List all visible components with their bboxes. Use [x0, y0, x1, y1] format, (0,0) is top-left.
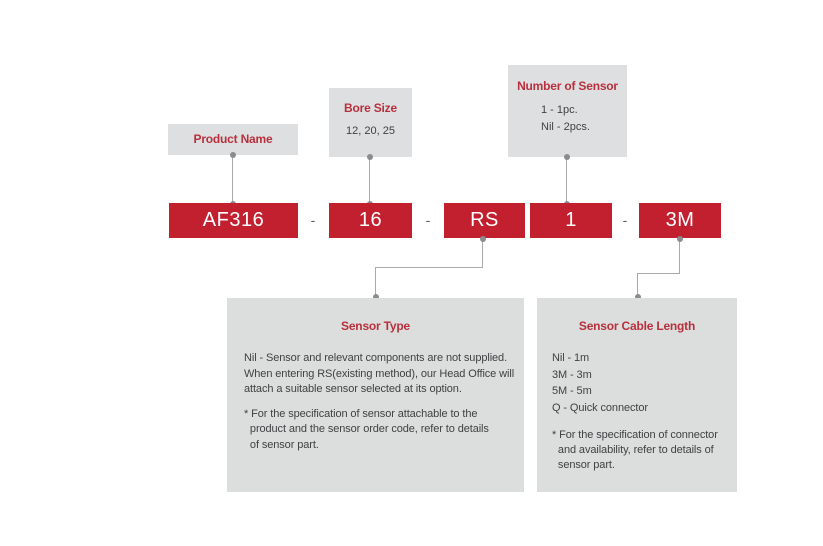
connector-dot [677, 236, 683, 242]
connector-sensor-type-line [482, 238, 483, 268]
code-segment-product: AF316 [169, 203, 298, 238]
connector-dot [564, 154, 570, 160]
callout-bore-size-title: Bore Size [344, 101, 397, 115]
callout-product-name: Product Name [168, 124, 298, 155]
connector-sensor-type-line [375, 267, 483, 268]
callout-bore-size: Bore Size 12, 20, 25 [329, 88, 412, 157]
code-separator: - [622, 212, 628, 228]
callout-bore-size-values: 12, 20, 25 [346, 125, 395, 137]
connector-dot [230, 152, 236, 158]
callout-number-of-sensor-title: Number of Sensor [517, 79, 618, 93]
connector-count-line [566, 157, 567, 205]
code-segment-sensor-type: RS [444, 203, 525, 238]
connector-cable-length-line [679, 238, 680, 274]
callout-sensor-cable-length: Sensor Cable Length Nil - 1m 3M - 3m 5M … [537, 298, 737, 492]
callout-number-of-sensor-values: 1 - 1pc. Nil - 2pcs. [541, 104, 590, 133]
callout-number-of-sensor: Number of Sensor 1 - 1pc. Nil - 2pcs. [508, 65, 627, 157]
connector-cable-length-line [637, 273, 680, 274]
code-separator: - [425, 212, 431, 228]
callout-sensor-type-body: Nil - Sensor and relevant components are… [244, 352, 515, 395]
callout-sensor-type-note: * For the specification of sensor attach… [244, 407, 489, 451]
connector-dot [635, 294, 641, 300]
code-segment-bore: 16 [329, 203, 412, 238]
callout-sensor-cable-length-body: Nil - 1m 3M - 3m 5M - 5m Q - Quick conne… [552, 352, 648, 414]
connector-dot [367, 154, 373, 160]
connector-product-line [232, 155, 233, 205]
callout-sensor-cable-length-title: Sensor Cable Length [578, 319, 696, 333]
callout-sensor-cable-length-note: * For the specification of connector and… [552, 429, 718, 471]
connector-sensor-type-line [375, 267, 376, 298]
callout-sensor-type-title: Sensor Type [341, 319, 410, 333]
connector-dot [480, 236, 486, 242]
connector-dot [373, 294, 379, 300]
code-separator: - [310, 212, 316, 228]
code-segment-sensor-count: 1 [530, 203, 612, 238]
connector-bore-line [369, 157, 370, 205]
connector-cable-length-line [637, 273, 638, 298]
callout-sensor-type: Sensor Type Nil - Sensor and relevant co… [227, 298, 524, 492]
code-segment-cable-length: 3M [639, 203, 721, 238]
callout-product-name-title: Product Name [193, 132, 273, 146]
